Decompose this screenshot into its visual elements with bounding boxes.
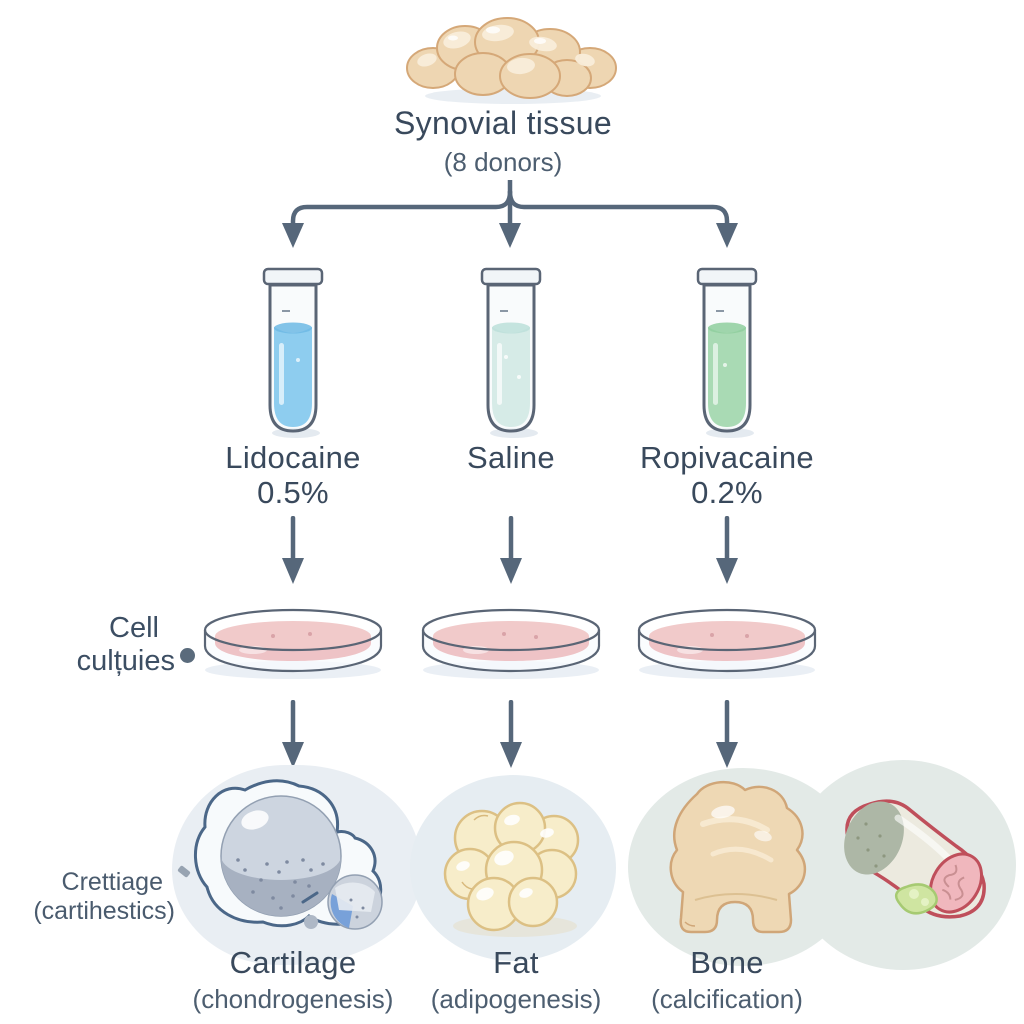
down-arrow-icon: [282, 516, 304, 584]
test-tube-saline: [480, 267, 542, 438]
outcome-label-cartilage: Cartilage (chondrogenesis): [163, 945, 423, 1014]
treatment-label-lidocaine: Lidocaine 0.5%: [173, 440, 413, 510]
test-tube-lidocaine: [262, 267, 324, 438]
bone-piece-icon: [669, 781, 807, 934]
outcome-name: Fat: [493, 945, 539, 980]
side-note-line2: (cartihestics): [33, 897, 175, 925]
synovial-tissue-clumps-icon: [406, 17, 617, 104]
side-note-line1: Crettiage: [61, 868, 163, 896]
down-arrow-icon: [716, 700, 738, 768]
treatment-name: Lidocaine: [225, 440, 361, 475]
treatment-concentration: 0.5%: [257, 475, 329, 510]
petri-dish-saline: [421, 608, 601, 679]
treatment-label-ropivacaine: Ropivacaine 0.2%: [607, 440, 847, 510]
down-arrow-icon: [500, 516, 522, 584]
treatment-name: Ropivacaine: [640, 440, 814, 475]
outcome-label-fat: Fat (adipogenesis): [386, 945, 646, 1014]
bullet-dot-icon: [180, 648, 195, 663]
diagram-subtitle: (8 donors): [443, 147, 563, 177]
petri-dish-lidocaine: [203, 608, 383, 679]
fat-cell-cluster-icon: [443, 801, 580, 937]
outcome-process: (calcification): [651, 984, 803, 1014]
cartilage-side-note: Crettiage (cartihestics): [15, 868, 175, 926]
treatment-concentration: 0.2%: [691, 475, 763, 510]
diagram-title: Synovial tissue: [394, 105, 612, 141]
outcome-name: Bone: [690, 945, 764, 980]
cell-cultures-line1: Cell: [109, 612, 159, 644]
cell-cultures-line2: culțuies: [76, 645, 175, 677]
cartilage-cell-icon: [193, 779, 383, 930]
bone-cross-section-icon: [844, 799, 986, 919]
down-arrow-icon: [282, 700, 304, 768]
outcome-label-bone: Bone (calcification): [597, 945, 857, 1014]
outcome-name: Cartilage: [229, 945, 357, 980]
outcome-process: (chondrogenesis): [192, 984, 394, 1014]
treatment-name: Saline: [467, 440, 555, 475]
treatment-label-saline: Saline: [391, 440, 631, 475]
down-arrow-icon: [500, 700, 522, 768]
down-arrow-icon: [716, 516, 738, 584]
cell-cultures-label: Cell culțuies: [10, 612, 175, 678]
petri-dish-ropivacaine: [637, 608, 817, 679]
branch-connector: [282, 180, 738, 248]
test-tube-ropivacaine: [696, 267, 758, 438]
outcome-process: (adipogenesis): [430, 984, 602, 1014]
